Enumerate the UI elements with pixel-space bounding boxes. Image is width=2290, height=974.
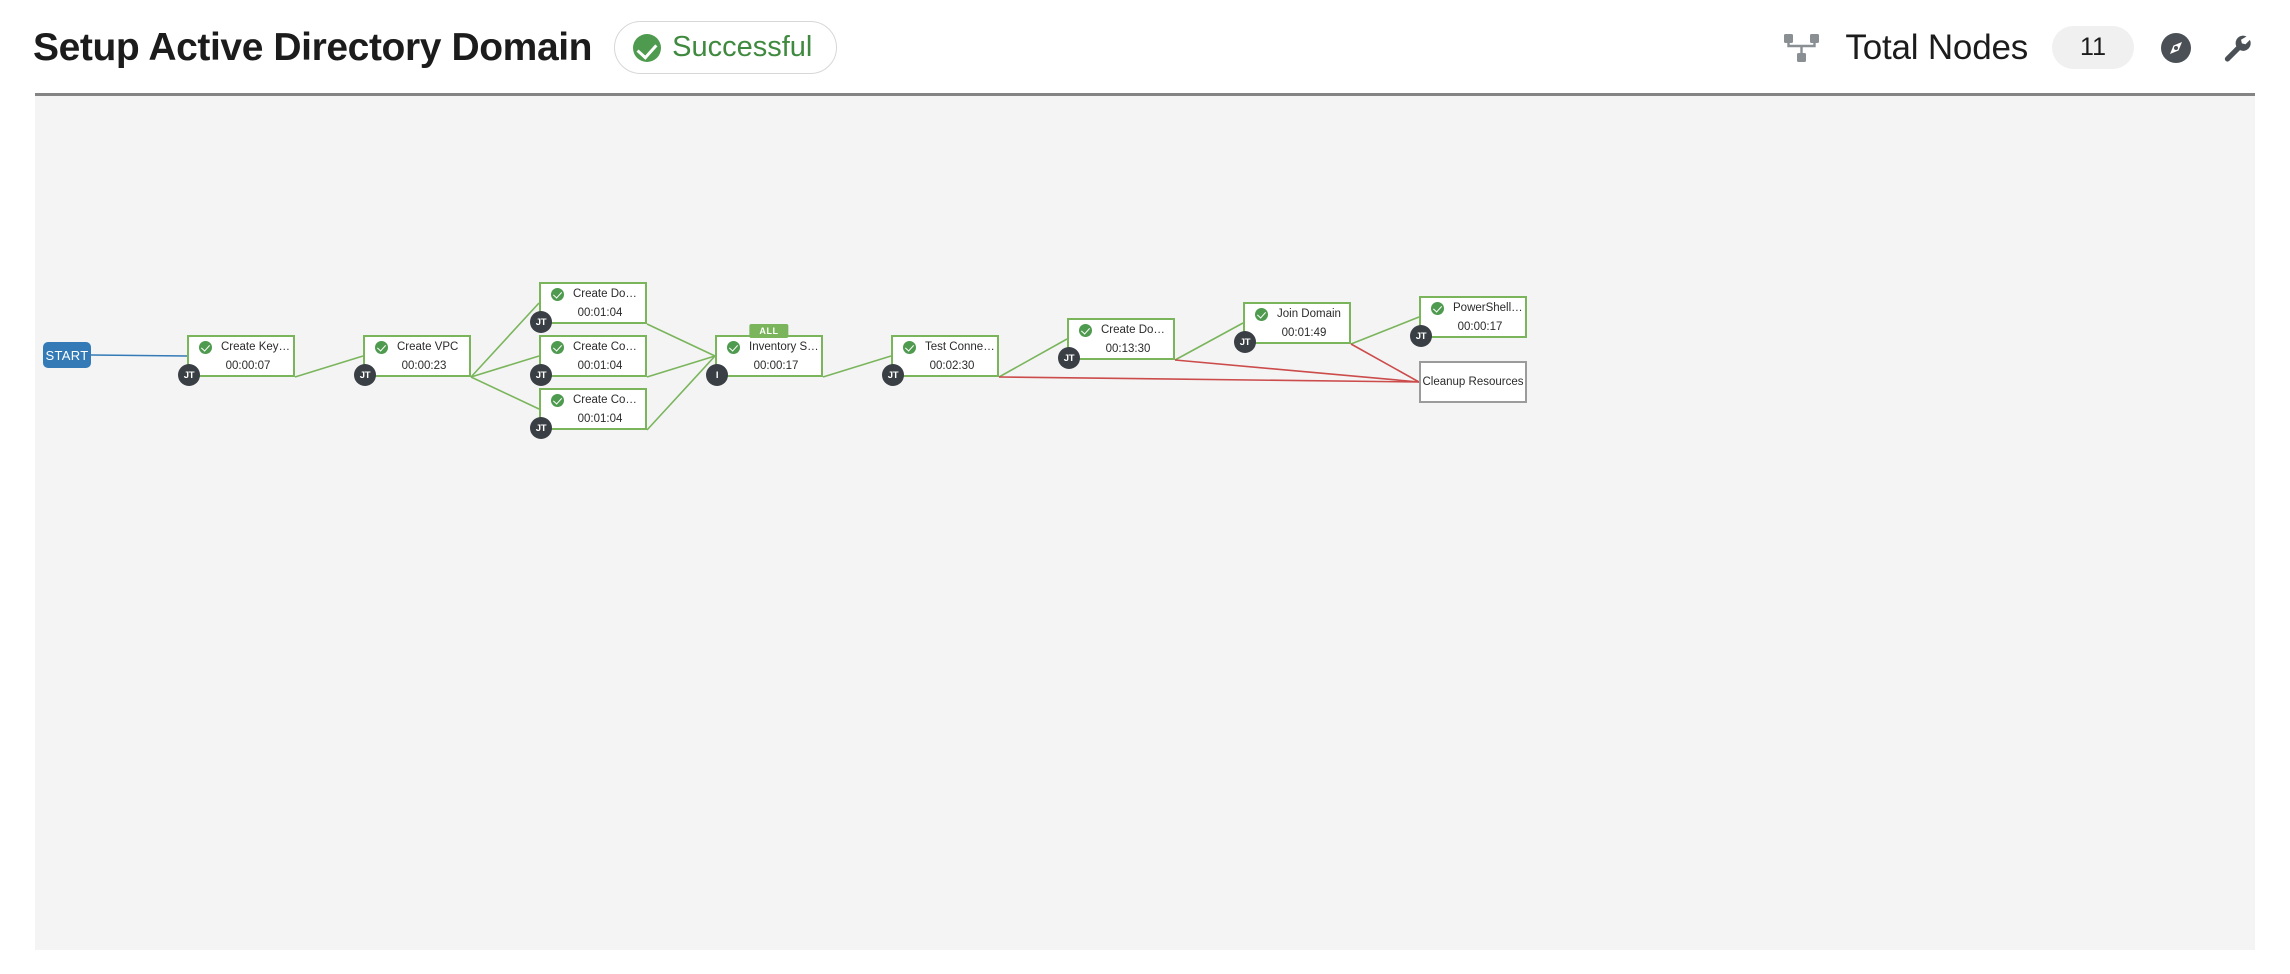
node-name-label: Join Domain bbox=[1277, 308, 1341, 320]
node-type-badge[interactable]: JT bbox=[530, 311, 552, 333]
node-type-badge[interactable]: JT bbox=[1410, 325, 1432, 347]
node-run-scope-badge: ALL bbox=[749, 324, 789, 338]
node-elapsed-time: 00:00:07 bbox=[225, 359, 271, 372]
workflow-edge-test-connectivity-to-create-domain bbox=[998, 338, 1068, 378]
node-header-row: Create Domain bbox=[1069, 323, 1173, 337]
workflow-edge-create-computer-2-to-inventory-sync bbox=[646, 355, 716, 431]
node-name-label: Create Computer (1) bbox=[573, 341, 645, 353]
node-elapsed-time: 00:01:04 bbox=[577, 412, 623, 425]
node-name-label: Create Computer (2) bbox=[573, 394, 645, 406]
node-success-check-icon bbox=[727, 340, 740, 354]
workflow-node-powershell-validation[interactable]: PowerShell Validation 00:00:17 JT bbox=[1410, 296, 1527, 347]
workflow-edge-create-domain-controller-to-inventory-sync bbox=[646, 323, 716, 357]
node-header-row: Join Domain bbox=[1245, 307, 1349, 321]
workflow-node-join-domain[interactable]: Join Domain 00:01:49 JT bbox=[1234, 302, 1351, 353]
node-type-badge[interactable]: JT bbox=[178, 364, 200, 386]
workflow-edge-start-to-create-keypair bbox=[90, 354, 188, 357]
node-header-row: Inventory Sync bbox=[717, 340, 821, 354]
workflow-edge-join-domain-to-cleanup-resources bbox=[1350, 343, 1420, 383]
start-node[interactable]: START bbox=[43, 342, 91, 368]
node-type-badge[interactable]: JT bbox=[530, 417, 552, 439]
status-badge-label: Successful bbox=[672, 31, 813, 63]
node-name-label: Create Domain bbox=[1101, 324, 1173, 336]
node-name-label: Create VPC bbox=[397, 341, 459, 353]
header-divider bbox=[35, 93, 2255, 96]
page-title: Setup Active Directory Domain bbox=[33, 25, 593, 69]
header-right-group: Total Nodes 11 bbox=[1783, 0, 2254, 95]
node-header-row: Create Keypair bbox=[189, 340, 293, 354]
node-name-label: Cleanup Resources bbox=[1422, 376, 1524, 388]
workflow-node-create-vpc[interactable]: Create VPC 00:00:23 JT bbox=[354, 335, 471, 386]
workflow-edge-create-keypair-to-create-vpc bbox=[294, 355, 364, 378]
page-header: Setup Active Directory Domain Successful… bbox=[0, 0, 2290, 96]
total-nodes-count: 11 bbox=[2052, 26, 2134, 69]
node-header-row: Create Domain Contr... bbox=[541, 287, 645, 301]
node-elapsed-time: 00:13:30 bbox=[1105, 342, 1151, 355]
header-left-group: Setup Active Directory Domain Successful bbox=[33, 0, 838, 95]
workflow-node-create-computer-1[interactable]: Create Computer (1) 00:01:04 JT bbox=[530, 335, 647, 386]
node-header-row: Cleanup Resources bbox=[1421, 376, 1525, 388]
total-nodes-label: Total Nodes bbox=[1845, 27, 2029, 67]
check-circle-icon bbox=[633, 33, 662, 62]
workflow-edge-test-connectivity-to-cleanup-resources bbox=[998, 376, 1420, 383]
node-success-check-icon bbox=[1431, 301, 1444, 315]
node-header-row: PowerShell Validation bbox=[1421, 301, 1525, 315]
node-type-badge[interactable]: JT bbox=[882, 364, 904, 386]
workflow-edge-create-computer-1-to-inventory-sync bbox=[646, 355, 716, 378]
status-badge: Successful bbox=[614, 21, 838, 74]
node-type-badge[interactable]: JT bbox=[1234, 331, 1256, 353]
workflow-node-create-computer-2[interactable]: Create Computer (2) 00:01:04 JT bbox=[530, 388, 647, 439]
node-header-row: Test Connectivity bbox=[893, 340, 997, 354]
workflow-node-create-keypair[interactable]: Create Keypair 00:00:07 JT bbox=[178, 335, 295, 386]
workflow-edge-layer bbox=[90, 302, 1420, 431]
workflow-edge-create-vpc-to-create-computer-2 bbox=[470, 376, 540, 410]
workflow-edge-inventory-sync-to-test-connectivity bbox=[822, 355, 892, 378]
workflow-node-create-domain[interactable]: Create Domain 00:13:30 JT bbox=[1058, 318, 1175, 369]
workflow-node-test-connectivity[interactable]: Test Connectivity 00:02:30 JT bbox=[882, 335, 999, 386]
node-header-row: Create Computer (1) bbox=[541, 340, 645, 354]
node-elapsed-time: 00:02:30 bbox=[929, 359, 975, 372]
node-name-label: PowerShell Validation bbox=[1453, 302, 1525, 314]
start-node-label: START bbox=[45, 347, 89, 363]
node-name-label: Test Connectivity bbox=[925, 341, 997, 353]
node-name-label: Inventory Sync bbox=[749, 341, 821, 353]
node-success-check-icon bbox=[551, 340, 564, 354]
node-success-check-icon bbox=[551, 393, 564, 407]
node-type-badge[interactable]: I bbox=[706, 364, 728, 386]
node-elapsed-time: 00:00:17 bbox=[1457, 320, 1503, 333]
node-success-check-icon bbox=[1255, 307, 1268, 321]
node-header-row: Create VPC bbox=[365, 340, 469, 354]
workflow-edge-create-domain-to-cleanup-resources bbox=[1174, 359, 1420, 383]
workflow-node-create-domain-controller[interactable]: Create Domain Contr... 00:01:04 JT bbox=[530, 282, 647, 333]
node-success-check-icon bbox=[551, 287, 564, 301]
wrench-icon[interactable] bbox=[2218, 30, 2254, 66]
node-success-check-icon bbox=[375, 340, 388, 354]
workflow-node-inventory-sync[interactable]: ALL Inventory Sync 00:00:17 I bbox=[706, 324, 823, 386]
node-type-badge[interactable]: JT bbox=[530, 364, 552, 386]
node-type-badge[interactable]: JT bbox=[1058, 347, 1080, 369]
node-elapsed-time: 00:00:17 bbox=[753, 359, 799, 372]
compass-icon[interactable] bbox=[2158, 30, 2194, 66]
node-success-check-icon bbox=[199, 340, 212, 354]
node-elapsed-time: 00:00:23 bbox=[401, 359, 447, 372]
workflow-edge-create-domain-to-join-domain bbox=[1174, 322, 1244, 361]
node-elapsed-time: 00:01:04 bbox=[577, 306, 623, 319]
node-success-check-icon bbox=[903, 340, 916, 354]
sitemap-icon bbox=[1783, 32, 1821, 64]
node-elapsed-time: 00:01:04 bbox=[577, 359, 623, 372]
node-name-label: Create Domain Contr... bbox=[573, 288, 645, 300]
workflow-edge-create-vpc-to-create-computer-1 bbox=[470, 355, 540, 378]
node-type-badge[interactable]: JT bbox=[354, 364, 376, 386]
node-header-row: Create Computer (2) bbox=[541, 393, 645, 407]
workflow-node-cleanup-resources[interactable]: Cleanup Resources bbox=[1419, 361, 1527, 403]
workflow-edge-join-domain-to-powershell-validation bbox=[1350, 316, 1420, 345]
workflow-edge-create-vpc-to-create-domain-controller bbox=[470, 302, 540, 378]
node-success-check-icon bbox=[1079, 323, 1092, 337]
node-elapsed-time: 00:01:49 bbox=[1281, 326, 1327, 339]
node-name-label: Create Keypair bbox=[221, 341, 293, 353]
